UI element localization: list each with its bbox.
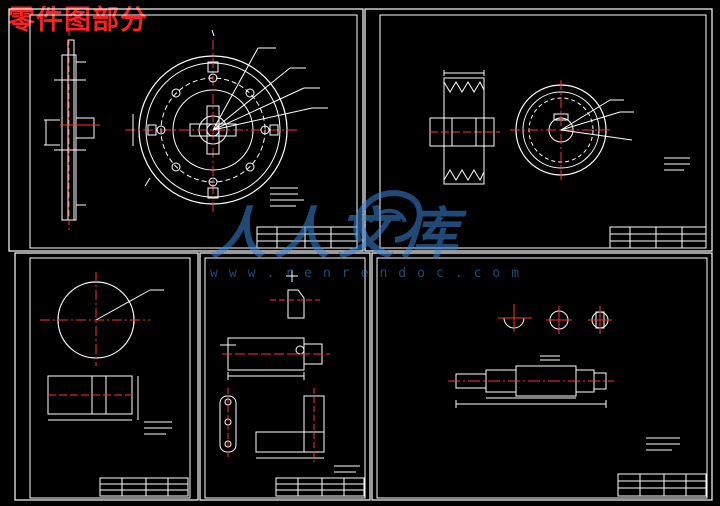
shaft-part <box>220 337 330 380</box>
disc-front-view <box>40 272 164 366</box>
pulley-title-block <box>609 226 707 249</box>
long-shaft-part <box>448 355 614 408</box>
shaft-title-block <box>275 477 365 497</box>
page-title: 零件图部分 <box>8 5 148 36</box>
drawing-sheet-pulley <box>364 8 713 252</box>
sheet-border <box>364 8 713 252</box>
wheel-side-section <box>44 30 100 230</box>
disc-notes <box>144 421 172 435</box>
sheet-frame <box>29 14 358 249</box>
pulley-front-view <box>510 80 634 180</box>
drawing-sheet-long-shaft <box>371 252 713 501</box>
sheet-frame <box>204 257 366 499</box>
disc-title-block <box>99 477 189 497</box>
long-shaft-notes <box>646 437 680 451</box>
sheet-border <box>14 252 199 501</box>
sheet-frame <box>376 257 708 499</box>
drawing-sheet-disc <box>14 252 199 501</box>
pulley-notes <box>664 157 690 171</box>
drawing-sheet-shaft <box>199 252 371 501</box>
wheel-notes <box>270 187 304 207</box>
shaft-section-details <box>498 304 612 334</box>
sheet-border <box>8 8 364 252</box>
angle-bracket-part <box>255 388 325 462</box>
bracket-part <box>270 270 320 319</box>
shaft-notes <box>334 465 360 473</box>
sheet-border <box>371 252 713 501</box>
sheet-frame <box>379 14 707 249</box>
drawing-sheet-wheel <box>8 8 364 252</box>
wheel-title-block <box>256 226 358 249</box>
link-plate-part <box>219 388 237 460</box>
long-shaft-title-block <box>617 473 707 497</box>
sheet-border <box>199 252 371 501</box>
sheet-frame <box>29 257 191 499</box>
pulley-section-view <box>429 70 500 185</box>
wheel-front-view <box>125 29 328 215</box>
disc-section-view <box>47 375 139 421</box>
